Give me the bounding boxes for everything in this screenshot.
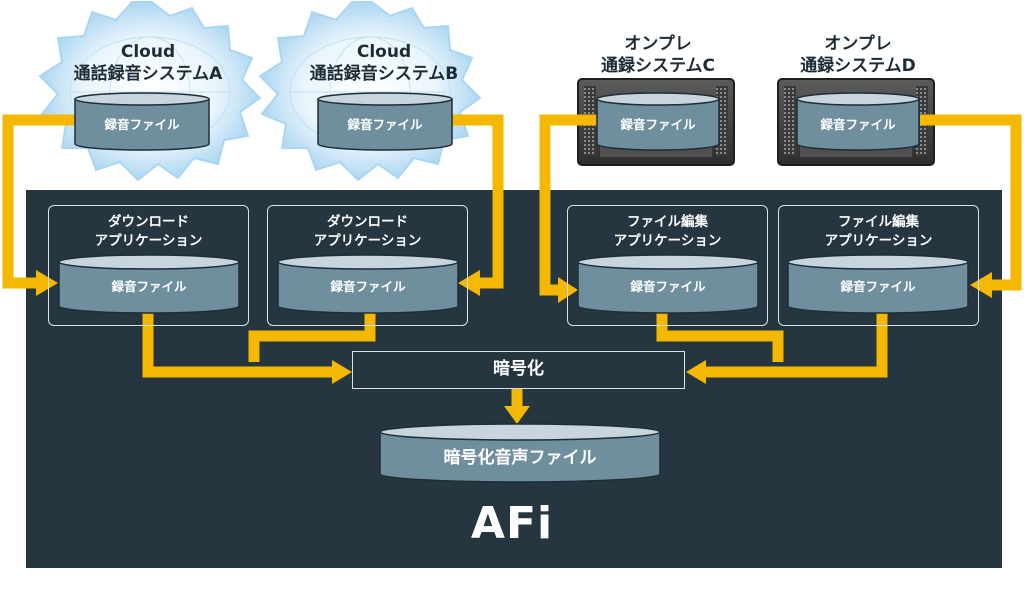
app-1-label-line1: ダウンロード [108,214,189,230]
flow-arrows [2,114,1022,408]
cloud-a-file-label: 録音ファイル [104,117,180,132]
cloud-b-title: Cloud 通話録音システムB [284,41,484,85]
app-1-label-line2: アプリケーション [94,233,203,249]
product-name: AFi [470,498,554,549]
app-2-label-line2: アプリケーション [313,233,422,249]
cloud-a-shape [38,1,262,182]
encrypt-box: 暗号化 [352,351,685,389]
app-2-label: ダウンロード アプリケーション [268,213,467,251]
cylinder-app-3 [577,254,759,314]
app-2-label-line1: ダウンロード [327,214,408,230]
cloud-b-file-label: 録音ファイル [347,117,423,132]
arrowhead-encrypt-right [686,360,706,384]
arrow-server-c-to-app-3 [539,114,597,296]
app-4-label-line2: アプリケーション [824,233,933,249]
app-2-file-label: 録音ファイル [330,279,406,294]
server-c-title: オンプレ 通録システムC [558,33,758,77]
arrowhead-encrypted-file [504,406,530,424]
arrow-app-3-to-encrypt [656,312,784,362]
encrypted-file-label: 暗号化音声ファイル [443,448,597,468]
arrow-cloud-a-to-app-1 [2,114,75,289]
app-3-label-line2: アプリケーション [613,233,722,249]
app-4-label-line1: ファイル編集 [838,214,919,230]
app-box-2: ダウンロード アプリケーション [267,205,468,326]
arrowhead-app-1 [36,270,58,296]
cylinder-app-1 [58,254,240,314]
server-d-title: オンプレ 通録システムD [758,33,958,77]
app-box-3: ファイル編集 アプリケーション [567,205,768,326]
server-c-title-line1: オンプレ [624,34,692,54]
arrowhead-app-3 [558,277,578,303]
cylinder-server-d [796,92,920,151]
server-c-title-line2: 通録システムC [601,56,715,76]
arrow-heads [36,270,992,424]
server-d-title-line1: オンプレ [824,34,892,54]
app-box-1: ダウンロード アプリケーション [48,205,249,326]
arrow-app-1-to-encrypt [142,312,334,378]
app-box-4: ファイル編集 アプリケーション [778,205,979,326]
app-1-file-label: 録音ファイル [111,279,187,294]
arrowhead-app-4 [970,272,992,298]
app-4-label: ファイル編集 アプリケーション [779,213,978,251]
arrowhead-app-2 [458,270,480,296]
cloud-a-title-line1: Cloud [120,42,176,62]
arrow-app-2-to-encrypt [248,312,376,362]
cloud-a-title-line2: 通話録音システムA [73,64,223,84]
cylinder-cloud-b [317,92,453,151]
app-4-file-label: 録音ファイル [840,279,916,294]
server-c-file-label: 録音ファイル [620,117,696,132]
app-1-label: ダウンロード アプリケーション [49,213,248,251]
cloud-a-title: Cloud 通話録音システムA [48,41,248,85]
arrowhead-encrypt-left [332,360,352,384]
cylinder-server-c [596,92,720,151]
arrow-app-4-to-encrypt [704,312,888,378]
cylinder-cloud-a [74,92,210,151]
cloud-b-title-line2: 通話録音システムB [309,64,459,84]
server-d-file-label: 録音ファイル [820,117,896,132]
arrow-cloud-b-to-app-2 [452,114,504,289]
app-3-file-label: 録音ファイル [630,279,706,294]
app-3-label-line1: ファイル編集 [627,214,708,230]
cylinder-app-4 [787,254,969,314]
server-d-title-line2: 通録システムD [800,56,916,76]
app-3-label: ファイル編集 アプリケーション [568,213,767,251]
cylinder-app-2 [277,254,459,314]
arrow-server-d-to-app-4 [920,114,1022,291]
cloud-b-title-line1: Cloud [356,42,412,62]
cloud-b-shape [258,1,482,182]
cylinder-encrypted-file [379,423,661,483]
